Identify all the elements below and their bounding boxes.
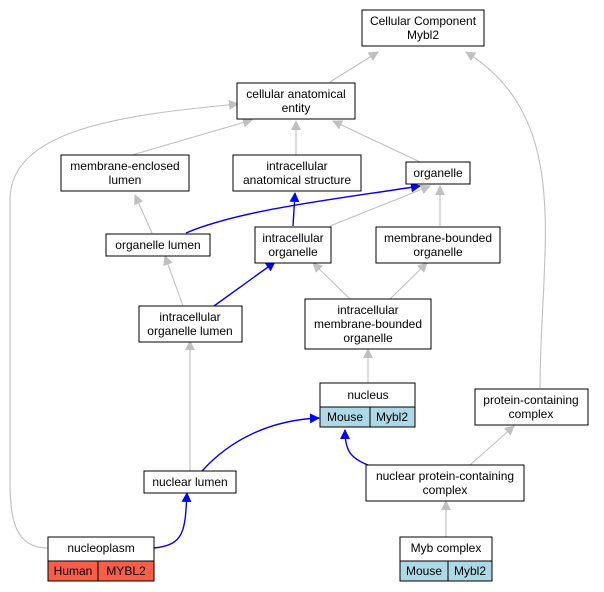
node-label-line: organelle lumen: [115, 238, 200, 252]
node-label-line: nucleoplasm: [67, 541, 134, 555]
node-membrane-bounded-organelle[interactable]: membrane-bounded organelle: [375, 226, 501, 264]
edge-intracellular-organelle-to-structure: [289, 192, 300, 227]
node-organelle-lumen[interactable]: organelle lumen: [105, 233, 211, 257]
node-intracellular-organelle-lumen[interactable]: intracellular organelle lumen: [138, 305, 243, 343]
gene-tag-cell: [369, 406, 416, 428]
node-label-line: cellular anatomical: [246, 87, 345, 101]
node-nuclear-lumen[interactable]: nuclear lumen: [143, 470, 237, 494]
node-label-line: lumen: [109, 173, 142, 187]
node-label-line: organelle: [343, 331, 393, 345]
node-label-line: organelle lumen: [147, 324, 232, 338]
node-myb-complex[interactable]: Myb complex Mouse Mybl2: [399, 536, 493, 582]
species-tag-human: Human: [54, 564, 93, 578]
edge-entity-to-root: [329, 51, 379, 83]
edge-nuclear-lumen-to-nucleus: [201, 413, 320, 472]
node-label-line: intracellular: [262, 231, 323, 245]
node-label-line: complex: [509, 407, 554, 421]
node-label-line: intracellular: [337, 303, 398, 317]
node-label-line: Cellular Component: [370, 14, 477, 28]
edge-intracellular-lumen-to-organelle-lumen: [163, 255, 184, 307]
edge-nucleoplasm-to-entity: [9, 99, 239, 549]
node-label-line: entity: [282, 101, 311, 115]
edge-intracellular-membrane-organelle-to-membrane-organelle: [389, 262, 428, 300]
edge-intracellular-membrane-organelle-to-intracellular-organelle: [312, 262, 351, 300]
gene-tag-cell: [447, 560, 493, 582]
edge-protein-complex-to-root: [465, 51, 546, 389]
node-label-line: membrane-bounded: [384, 231, 492, 245]
node-nucleus[interactable]: nucleus Mouse Mybl2: [319, 382, 416, 428]
node-label-line: Mybl2: [407, 28, 439, 42]
gene-tag-cell: [97, 560, 155, 582]
node-organelle[interactable]: organelle: [405, 161, 471, 185]
nodes: Cellular Component Mybl2 cellular anatom…: [47, 9, 589, 582]
node-label-line: intracellular: [266, 159, 327, 173]
species-tag-mouse: Mouse: [406, 564, 442, 578]
edge-organelle-lumen-to-organelle: [185, 182, 421, 234]
node-nucleoplasm[interactable]: nucleoplasm Human MYBL2: [47, 536, 155, 582]
gene-tag-mybl2: Mybl2: [454, 564, 486, 578]
edge-membrane-lumen-to-entity: [131, 117, 253, 156]
gene-tag-mybl2: Mybl2: [376, 410, 408, 424]
edge-intracellular-lumen-to-intracellular-organelle: [213, 261, 276, 307]
node-cellular-component-mybl2[interactable]: Cellular Component Mybl2: [361, 9, 485, 47]
node-label-line: nuclear lumen: [152, 475, 227, 489]
gene-tag-mybl2: MYBL2: [106, 564, 146, 578]
node-intracellular-anatomical-structure[interactable]: intracellular anatomical structure: [232, 154, 362, 192]
edge-organelle-lumen-to-membrane-lumen: [134, 194, 153, 234]
node-intracellular-membrane-bounded-organelle[interactable]: intracellular membrane-bounded organelle: [304, 298, 432, 350]
node-label-line: organelle: [268, 245, 318, 259]
node-protein-containing-complex[interactable]: protein-containing complex: [474, 388, 589, 426]
node-label-line: anatomical structure: [243, 173, 351, 187]
node-cellular-anatomical-entity[interactable]: cellular anatomical entity: [236, 82, 356, 120]
edge-nuclear-complex-to-nucleus: [340, 429, 369, 466]
node-label-line: intracellular: [159, 310, 220, 324]
node-label-line: membrane-bounded: [314, 317, 422, 331]
node-label-line: Myb complex: [411, 541, 482, 555]
node-label-line: nucleus: [347, 388, 388, 402]
edges: [9, 51, 546, 549]
species-tag-mouse: Mouse: [327, 410, 363, 424]
node-nuclear-protein-containing-complex[interactable]: nuclear protein-containing complex: [365, 464, 525, 502]
edge-nuclear-complex-to-protein-complex: [469, 425, 515, 466]
node-label-line: complex: [423, 483, 468, 497]
edge-organelle-to-entity: [332, 120, 421, 163]
node-intracellular-organelle[interactable]: intracellular organelle: [254, 226, 332, 264]
node-label-line: protein-containing: [483, 393, 578, 407]
node-label-line: nuclear protein-containing: [376, 469, 514, 483]
node-label-line: organelle: [413, 245, 463, 259]
node-label-line: organelle: [413, 166, 463, 180]
edge-intracellular-organelle-to-organelle: [329, 184, 431, 227]
node-membrane-enclosed-lumen[interactable]: membrane-enclosed lumen: [60, 154, 190, 192]
edge-nucleoplasm-to-nuclear-lumen: [153, 492, 192, 549]
node-label-line: membrane-enclosed: [70, 159, 179, 173]
